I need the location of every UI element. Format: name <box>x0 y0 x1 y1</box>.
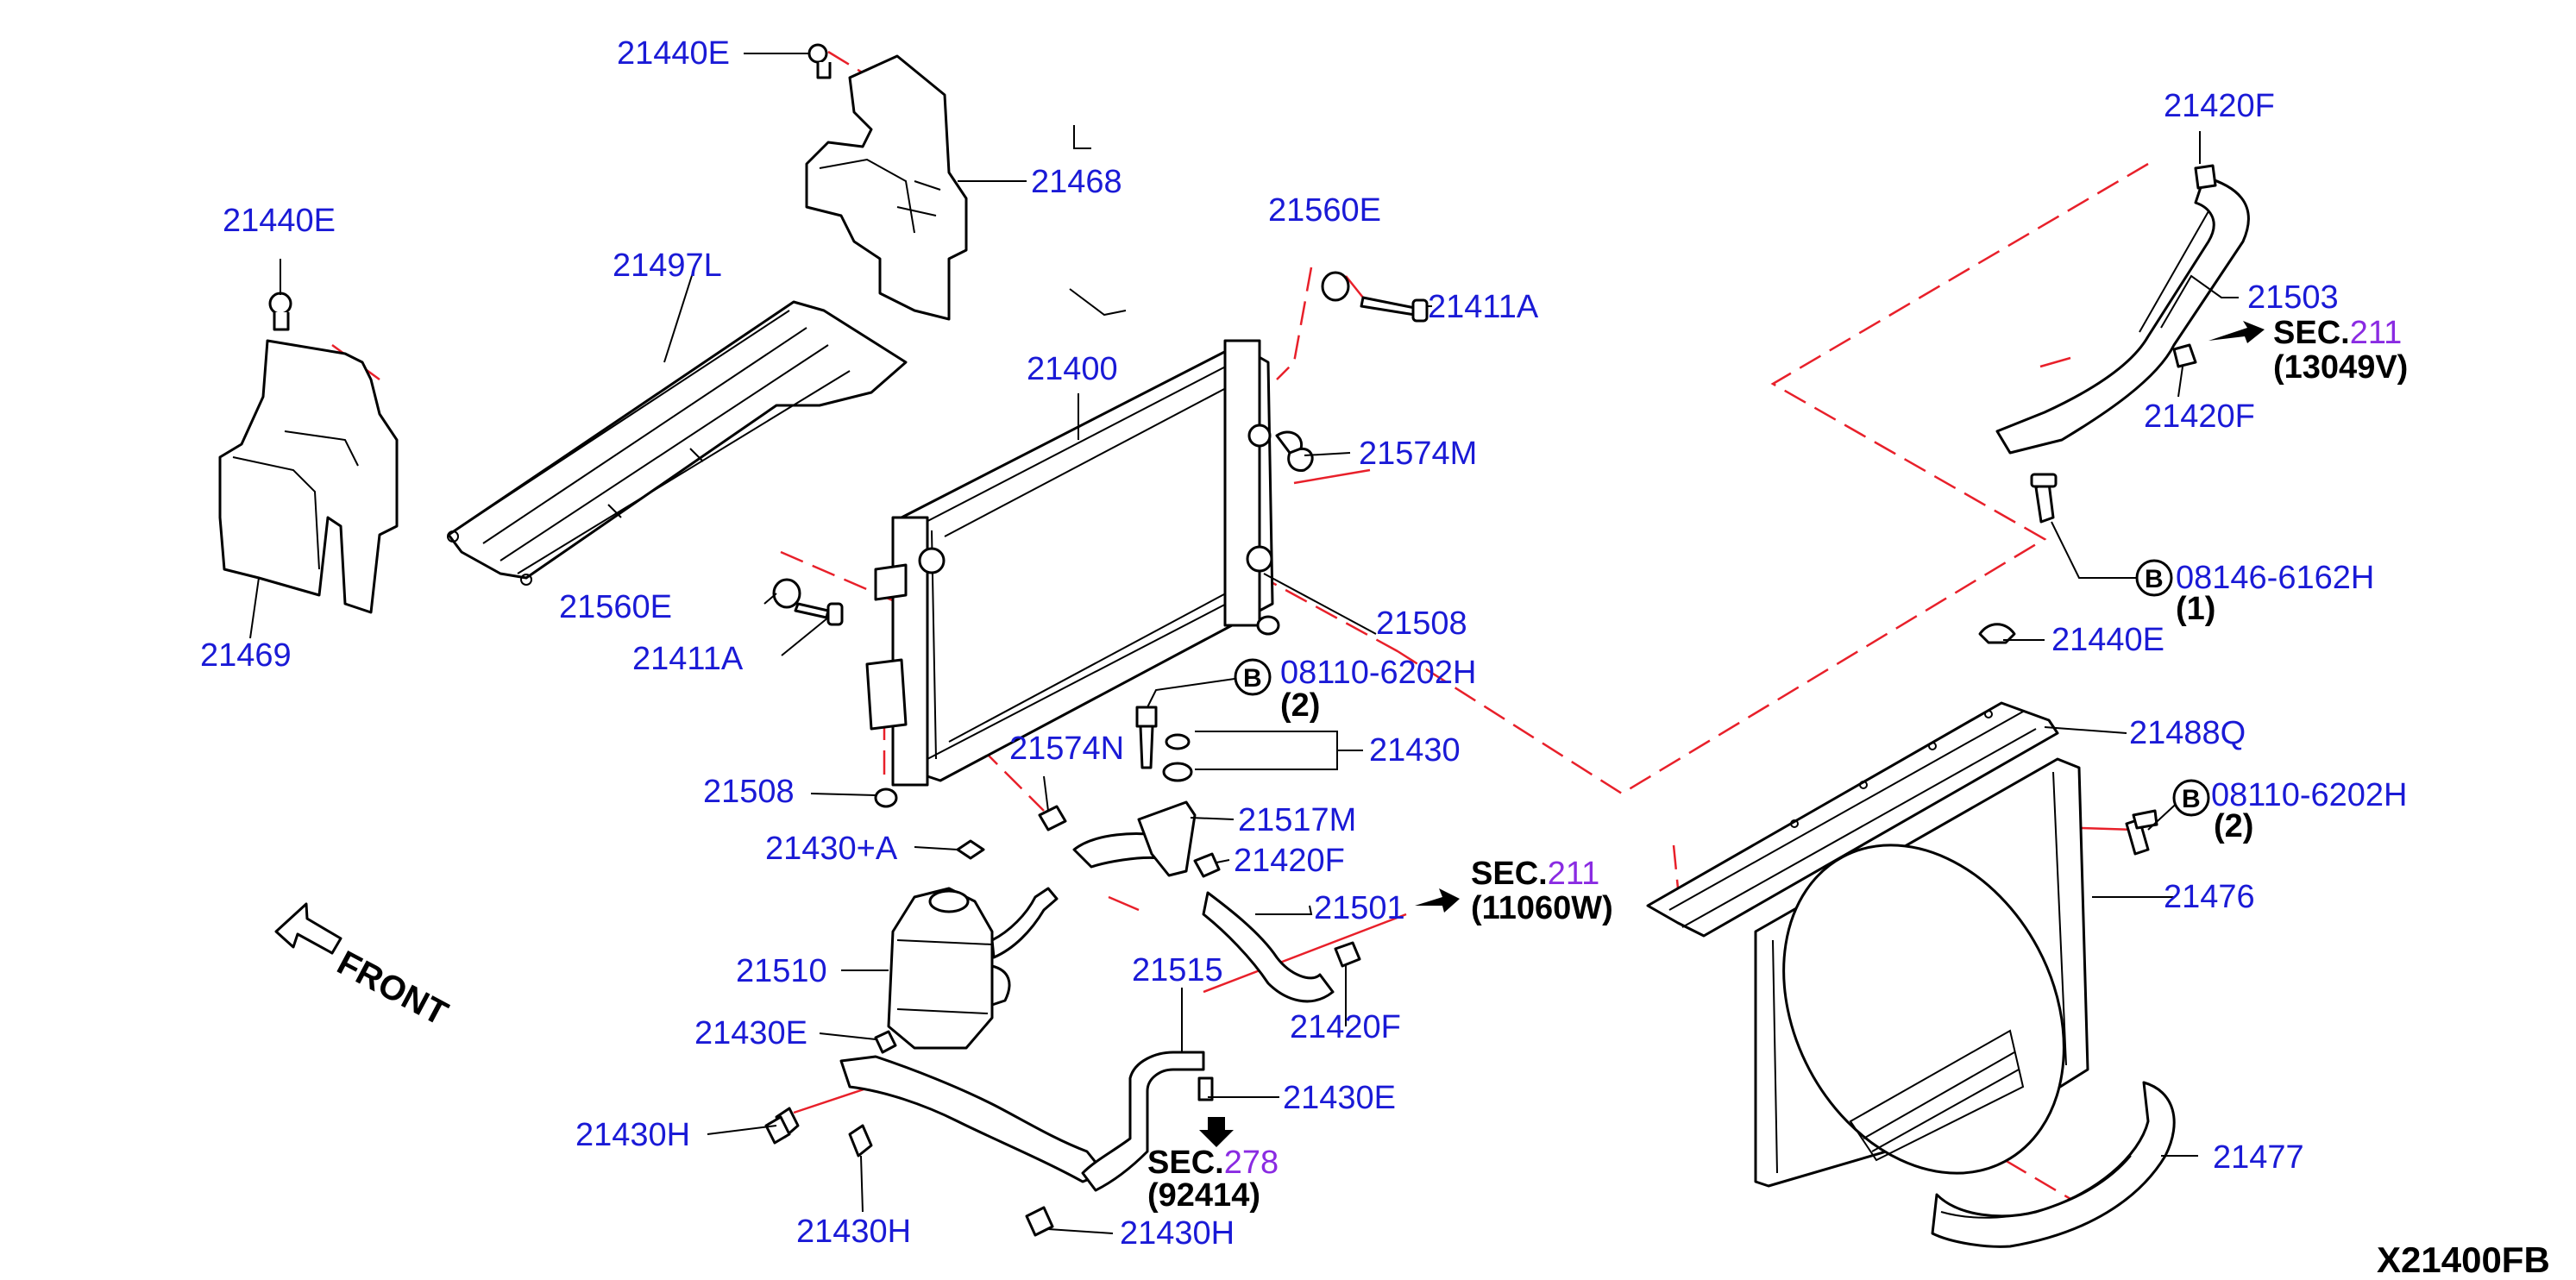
part-label-21411A: 21411A <box>632 641 744 677</box>
arrow-down-icon <box>1199 1117 1234 1147</box>
front-label: FRONT <box>331 944 454 1033</box>
part-labels: 21440E 21468 21440E 21497L 21469 21560E … <box>200 35 2407 1252</box>
air-guide-upper <box>805 43 968 321</box>
section-ref-278: SEC.278 <box>1147 1145 1279 1181</box>
upper-hose <box>1995 164 2250 524</box>
part-label-21420F: 21420F <box>1234 843 1345 879</box>
bolt-badge-icon <box>1234 658 1272 696</box>
small-fasteners <box>772 271 1429 860</box>
part-label-21517M: 21517M <box>1238 802 1356 838</box>
part-label-21508: 21508 <box>703 774 795 810</box>
part-label-21400: 21400 <box>1027 351 1118 387</box>
part-label-21574M: 21574M <box>1359 436 1477 472</box>
part-label-21476: 21476 <box>2164 879 2255 915</box>
part-label-21477: 21477 <box>2213 1139 2304 1176</box>
part-label-21508: 21508 <box>1376 605 1467 642</box>
part-label-21510: 21510 <box>736 953 827 989</box>
section-ref-211-b: SEC.211 <box>1471 856 1599 892</box>
part-label-21560E: 21560E <box>559 589 672 625</box>
bolt-badge-icon <box>2135 559 2173 597</box>
bolt-badge-icon <box>2172 779 2210 817</box>
part-label-08110-6202H: 08110-6202H <box>1280 655 1476 691</box>
radiator <box>865 339 1274 787</box>
part-label-21430H: 21430H <box>575 1117 690 1153</box>
bolt-badge-label: B <box>1243 664 1262 693</box>
part-label-21430E: 21430E <box>1283 1080 1396 1116</box>
part-label-21440E: 21440E <box>2051 622 2164 658</box>
part-label-21430E: 21430E <box>694 1015 807 1051</box>
part-label-21560E: 21560E <box>1268 192 1381 229</box>
leader-lines <box>249 53 2239 1234</box>
part-label-21488Q: 21488Q <box>2129 715 2246 751</box>
radiator-hoses <box>1038 800 1361 1003</box>
part-label-21420F: 21420F <box>2144 398 2255 435</box>
air-guide-left <box>218 292 399 614</box>
fan-shroud <box>1754 757 2158 1188</box>
upper-radiator-cover <box>447 300 908 586</box>
section-ref-211-a: SEC.211 <box>2273 315 2402 351</box>
part-label-21468: 21468 <box>1031 164 1122 200</box>
bolt-badge-label: B <box>2145 565 2164 593</box>
part-qty: (2) <box>2214 808 2253 844</box>
part-qty: (2) <box>1280 687 1320 724</box>
part-label-21430+A: 21430+A <box>765 831 898 867</box>
diagram-code: X21400FB <box>2377 1239 2550 1280</box>
part-label-21503: 21503 <box>2247 279 2339 316</box>
part-qty: (1) <box>2176 591 2215 627</box>
reservoir-tank <box>775 887 1214 1237</box>
front-arrow: FRONT <box>274 902 454 1033</box>
part-label-21469: 21469 <box>200 637 292 674</box>
part-label-21574N: 21574N <box>1009 731 1124 767</box>
part-label-21430: 21430 <box>1369 732 1461 769</box>
part-label-21420F: 21420F <box>1290 1009 1401 1045</box>
section-code: (92414) <box>1147 1177 1260 1214</box>
section-references: SEC.211 (13049V) SEC.211 (11060W) SEC.27… <box>1147 315 2408 1214</box>
part-label-21515: 21515 <box>1132 952 1223 988</box>
part-label-21430H: 21430H <box>1120 1215 1235 1252</box>
section-arrows <box>1199 321 2265 1147</box>
arrow-left-icon <box>274 902 342 955</box>
part-label-21440E: 21440E <box>617 35 730 72</box>
part-label-21411A: 21411A <box>1428 289 1539 325</box>
arrow-icon <box>1415 888 1460 913</box>
part-label-21501: 21501 <box>1314 890 1405 926</box>
part-label-21440E: 21440E <box>223 203 336 239</box>
part-label-21430H: 21430H <box>796 1214 911 1250</box>
part-label-08146-6162H: 08146-6162H <box>2176 560 2374 596</box>
bolt-badges: B B B <box>1234 559 2210 817</box>
part-label-21497L: 21497L <box>613 248 722 284</box>
bolt-badge-label: B <box>2182 785 2201 813</box>
arrow-icon <box>2208 321 2265 343</box>
shroud-upper-bracket <box>1646 623 2059 938</box>
part-label-21420F: 21420F <box>2164 88 2275 124</box>
section-code: (11060W) <box>1471 890 1613 926</box>
hose-clamps <box>764 430 1304 1145</box>
section-code: (13049V) <box>2273 349 2408 386</box>
part-label-08110-6202H: 08110-6202H <box>2211 777 2407 813</box>
